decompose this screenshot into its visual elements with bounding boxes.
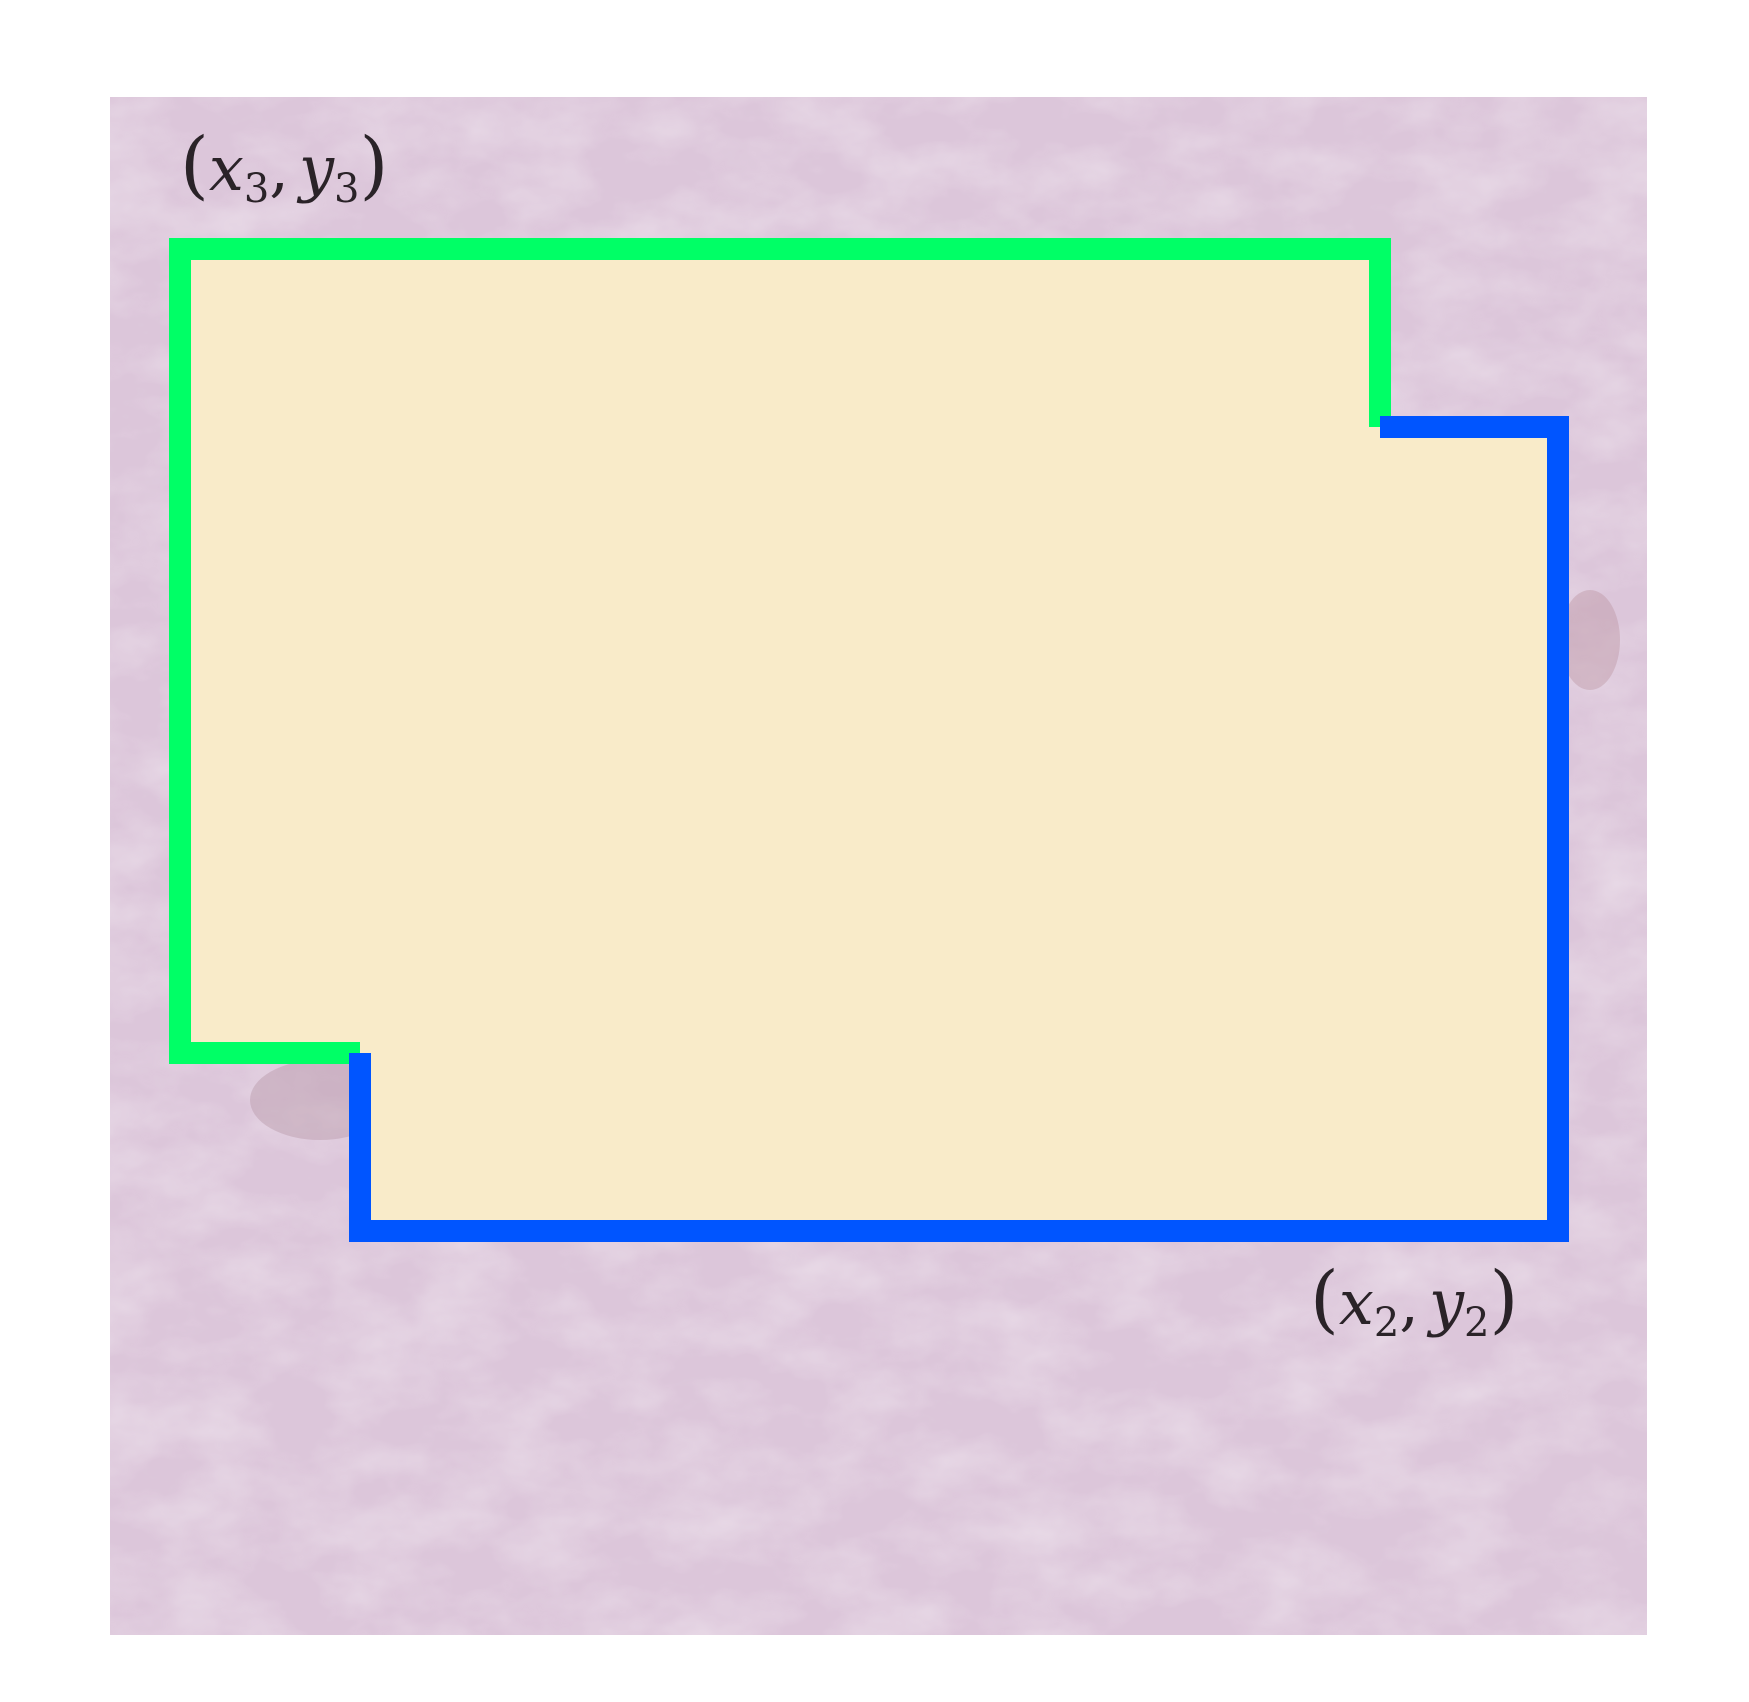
label-top-y-sub: 3 — [334, 166, 360, 212]
union-region — [180, 249, 1558, 1231]
label-bottom-x: x — [1338, 1266, 1374, 1339]
label-top-close: ) — [359, 122, 389, 208]
corner-label-x3-y3: (x3,y3) — [180, 128, 388, 209]
texture-shadow-right — [1560, 590, 1620, 690]
label-top-y: y — [299, 132, 335, 205]
label-bottom-comma: , — [1399, 1266, 1420, 1339]
label-top-comma: , — [269, 132, 290, 205]
box-a-outline — [169, 238, 1391, 1064]
label-bottom-y-sub: 2 — [1464, 1300, 1490, 1346]
label-bottom-y: y — [1429, 1266, 1465, 1339]
box-b-outline — [349, 416, 1569, 1242]
label-bottom-open: ( — [1310, 1256, 1339, 1342]
label-top-x: x — [208, 132, 244, 205]
label-bottom-close: ) — [1489, 1256, 1519, 1342]
corner-label-x2-y2: (x2,y2) — [1310, 1262, 1518, 1343]
label-top-x-sub: 3 — [243, 166, 270, 212]
label-top-open: ( — [180, 122, 209, 208]
label-bottom-x-sub: 2 — [1373, 1300, 1400, 1346]
